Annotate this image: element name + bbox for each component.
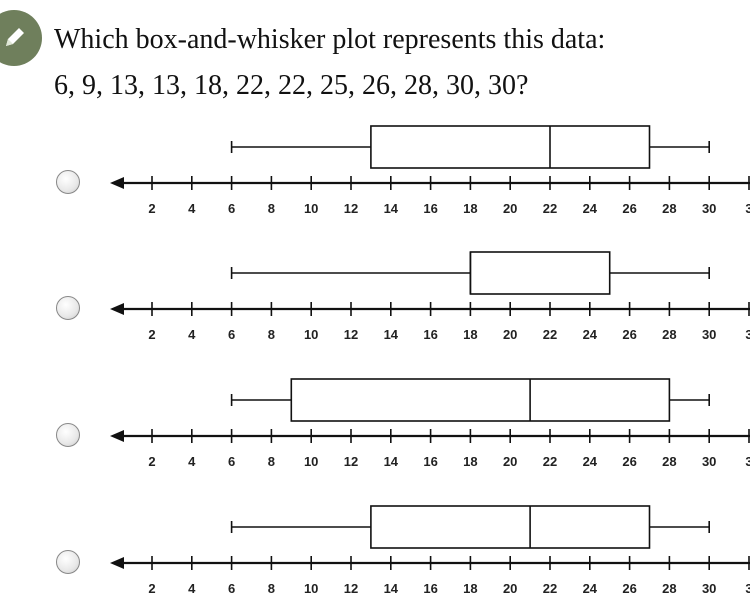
question-data: 6, 9, 13, 13, 18, 22, 22, 25, 26, 28, 30… <box>54 70 529 101</box>
tick-label: 24 <box>583 581 598 596</box>
box <box>370 505 651 549</box>
option-radio-3[interactable] <box>56 423 80 447</box>
tick-label: 18 <box>463 201 477 216</box>
tick-label: 3 <box>745 581 750 596</box>
tick-label: 20 <box>503 581 517 596</box>
tick-label: 4 <box>188 327 196 342</box>
tick-label: 16 <box>423 201 437 216</box>
tick-label: 2 <box>148 581 155 596</box>
tick-label: 30 <box>702 581 716 596</box>
tick-label: 24 <box>583 327 598 342</box>
tick-label: 26 <box>622 581 636 596</box>
tick-label: 16 <box>423 454 437 469</box>
option-radio-4[interactable] <box>56 550 80 574</box>
pencil-badge <box>0 10 42 66</box>
tick-label: 10 <box>304 581 318 596</box>
tick-label: 18 <box>463 327 477 342</box>
tick-label: 14 <box>384 454 399 469</box>
tick-label: 12 <box>344 327 358 342</box>
left-arrow <box>110 303 124 315</box>
tick-label: 20 <box>503 201 517 216</box>
tick-label: 8 <box>268 327 275 342</box>
tick-label: 14 <box>384 201 399 216</box>
tick-label: 28 <box>662 581 676 596</box>
pencil-icon <box>6 28 24 46</box>
tick-label: 18 <box>463 581 477 596</box>
tick-label: 2 <box>148 454 155 469</box>
tick-label: 24 <box>583 454 598 469</box>
tick-label: 6 <box>228 327 235 342</box>
tick-label: 14 <box>384 581 399 596</box>
box <box>370 125 651 169</box>
tick-label: 30 <box>702 201 716 216</box>
tick-label: 20 <box>503 454 517 469</box>
tick-label: 2 <box>148 327 155 342</box>
box <box>469 251 611 295</box>
tick-label: 26 <box>622 327 636 342</box>
tick-label: 8 <box>268 201 275 216</box>
tick-label: 2 <box>148 201 155 216</box>
tick-label: 12 <box>344 201 358 216</box>
tick-label: 28 <box>662 454 676 469</box>
tick-label: 22 <box>543 581 557 596</box>
left-arrow <box>110 557 124 569</box>
tick-label: 16 <box>423 327 437 342</box>
tick-label: 4 <box>188 581 196 596</box>
tick-label: 26 <box>622 201 636 216</box>
tick-label: 22 <box>543 327 557 342</box>
tick-label: 3 <box>745 327 750 342</box>
tick-label: 4 <box>188 454 196 469</box>
tick-label: 22 <box>543 201 557 216</box>
tick-label: 14 <box>384 327 399 342</box>
left-arrow <box>110 177 124 189</box>
tick-label: 10 <box>304 454 318 469</box>
tick-label: 10 <box>304 201 318 216</box>
tick-label: 12 <box>344 454 358 469</box>
tick-label: 30 <box>702 327 716 342</box>
tick-label: 24 <box>583 201 598 216</box>
tick-label: 28 <box>662 327 676 342</box>
box <box>290 378 671 422</box>
tick-label: 6 <box>228 581 235 596</box>
tick-label: 3 <box>745 201 750 216</box>
tick-label: 6 <box>228 454 235 469</box>
question-prompt: Which box-and-whisker plot represents th… <box>54 24 606 55</box>
tick-label: 8 <box>268 581 275 596</box>
tick-label: 20 <box>503 327 517 342</box>
option-radio-1[interactable] <box>56 170 80 194</box>
tick-label: 12 <box>344 581 358 596</box>
tick-label: 3 <box>745 454 750 469</box>
tick-label: 26 <box>622 454 636 469</box>
option-radio-2[interactable] <box>56 296 80 320</box>
tick-label: 28 <box>662 201 676 216</box>
left-arrow <box>110 430 124 442</box>
tick-label: 22 <box>543 454 557 469</box>
tick-label: 4 <box>188 201 196 216</box>
tick-label: 30 <box>702 454 716 469</box>
tick-label: 6 <box>228 201 235 216</box>
tick-label: 16 <box>423 581 437 596</box>
tick-label: 8 <box>268 454 275 469</box>
tick-label: 18 <box>463 454 477 469</box>
tick-label: 10 <box>304 327 318 342</box>
